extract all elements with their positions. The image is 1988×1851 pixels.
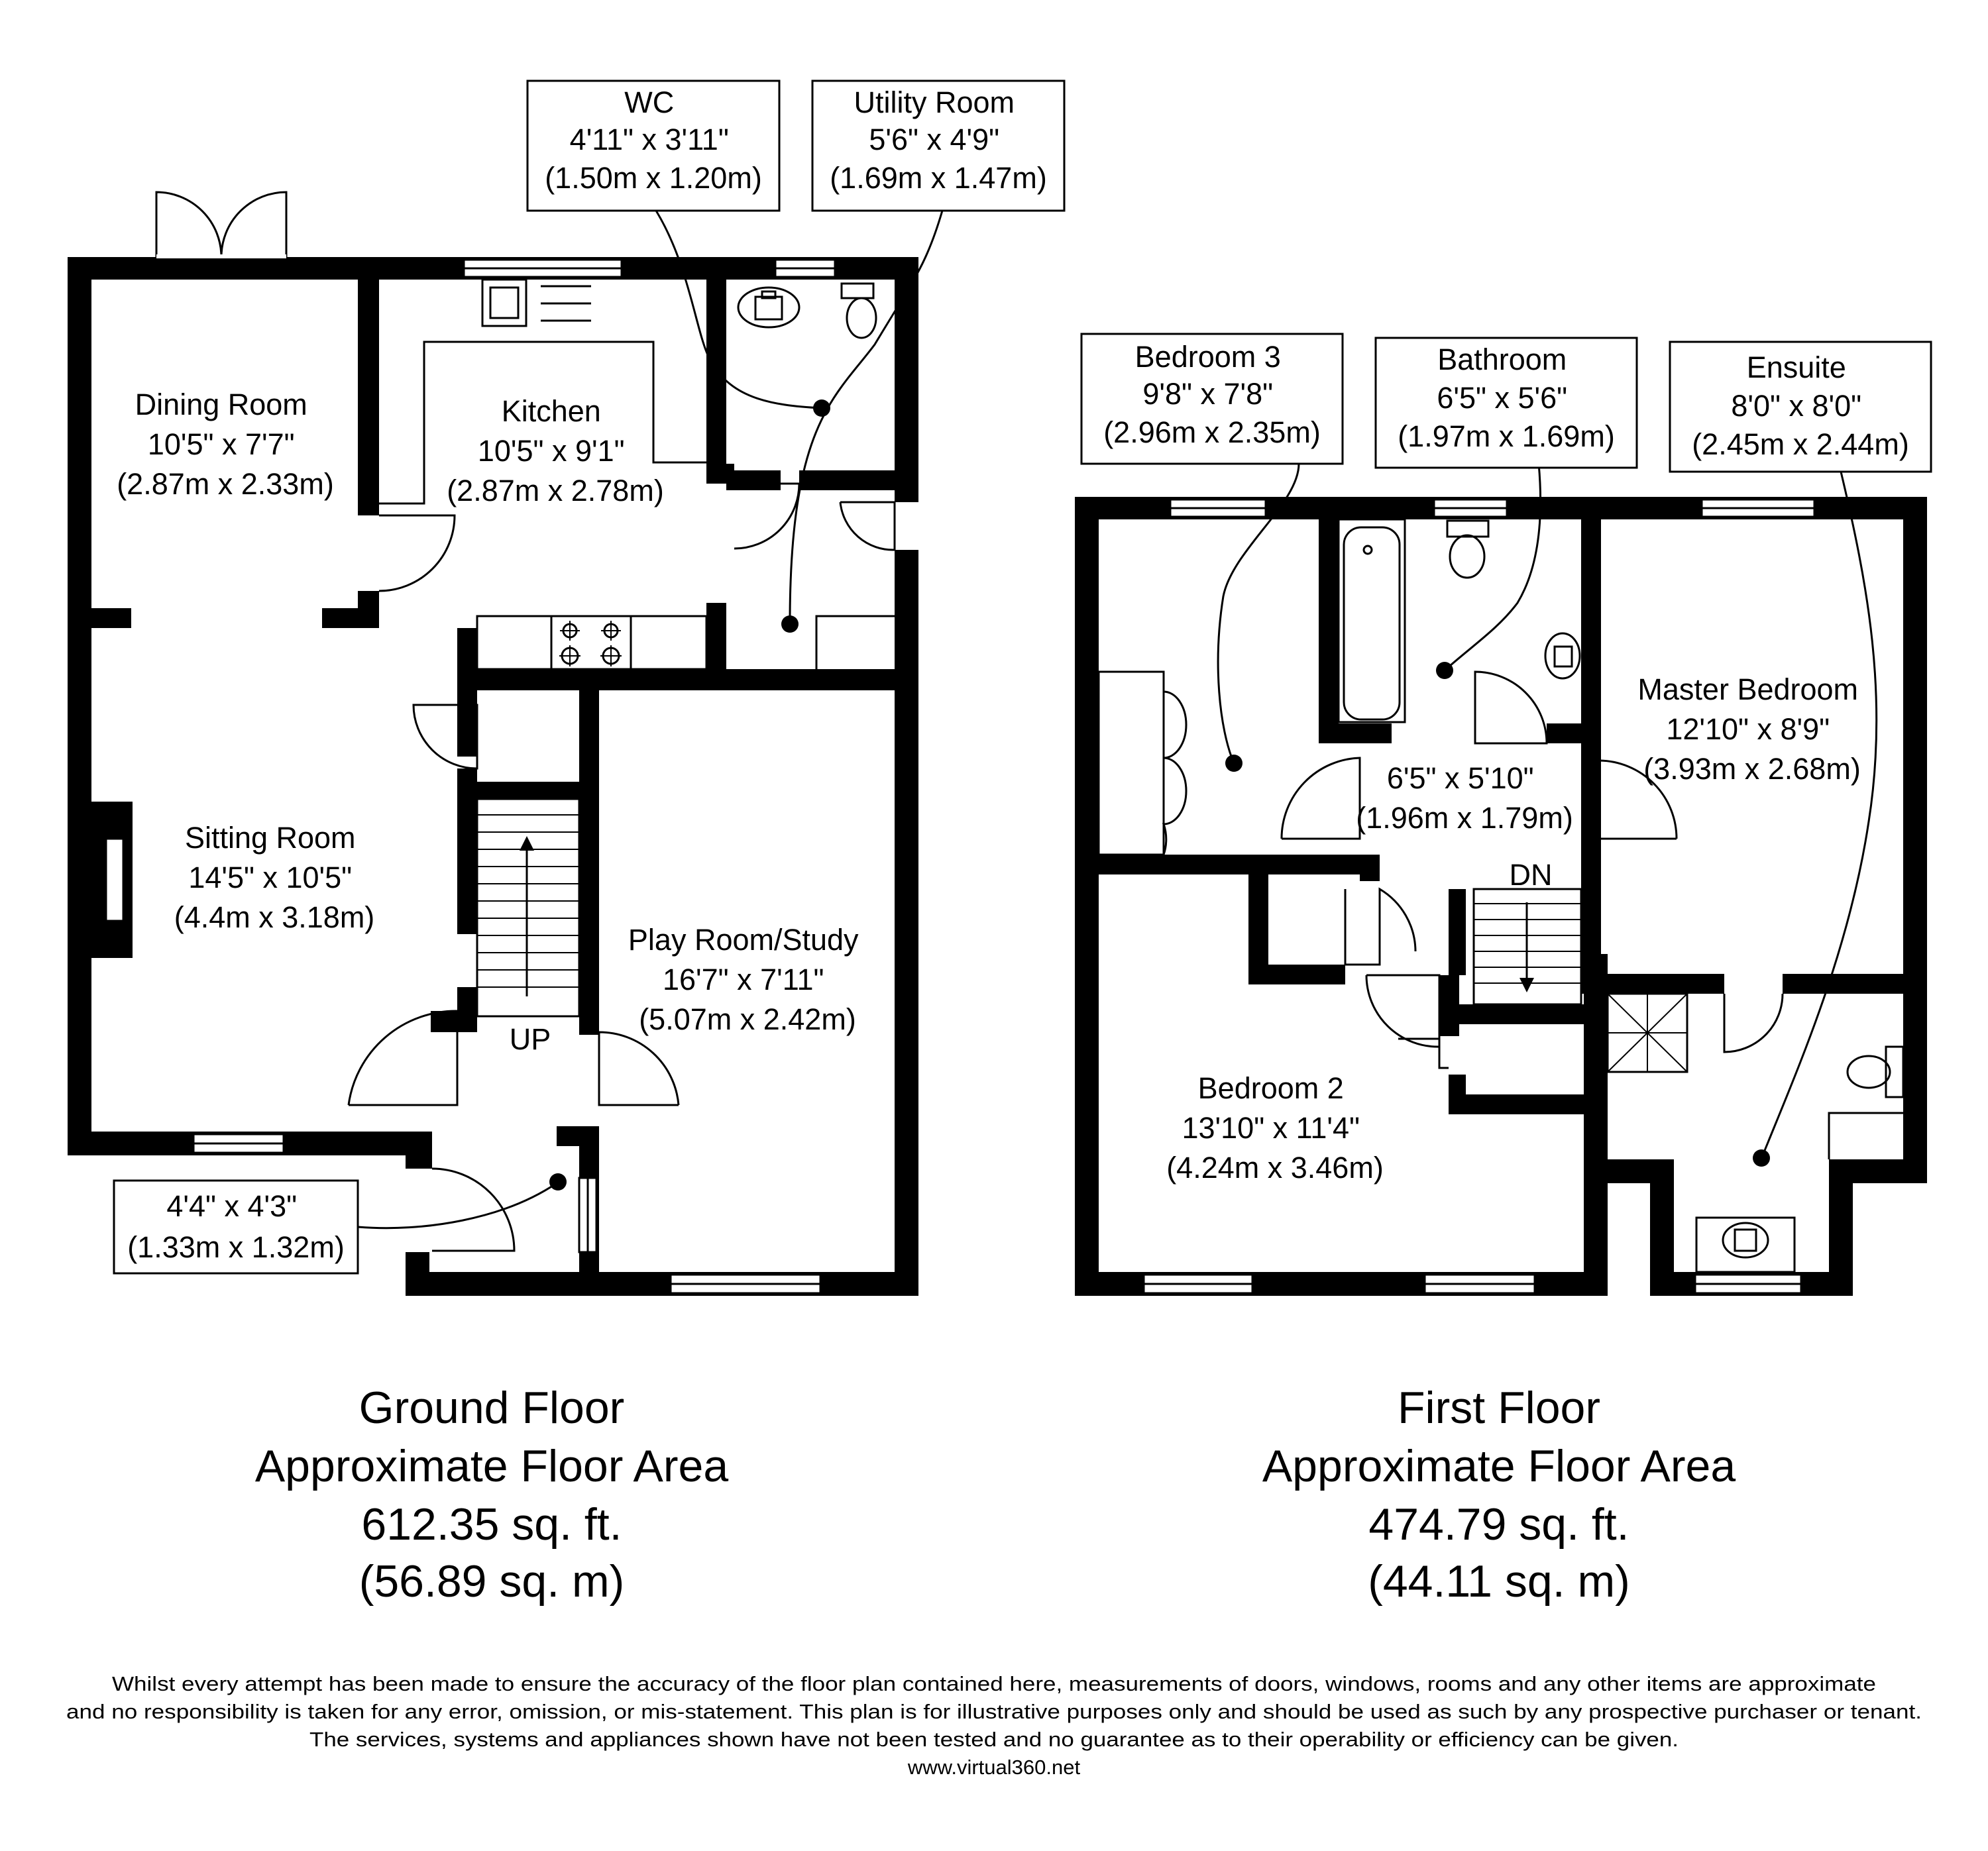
toilet-icon — [840, 282, 877, 339]
disclaimer-line-1: Whilst every attempt has been made to en… — [112, 1672, 1876, 1695]
hob-icon — [550, 615, 632, 670]
landing-label: 6'5" x 5'10" (1.96m x 1.79m) — [1356, 761, 1573, 835]
ground-floor-fixtures — [379, 278, 895, 1018]
first-floor-area-sqft: 474.79 sq. ft. — [1368, 1499, 1629, 1550]
svg-text:4'4" x 4'3" (1.33m x 1: 4'4" x 4'3" (1.33m x 1.32m) — [127, 1189, 345, 1264]
ground-floor-doors — [155, 191, 896, 1252]
first-floor-area-sqm: (44.11 sq. m) — [1368, 1556, 1630, 1607]
play-room-label: Play Room/Study 16'7" x 7'11" (5.07m x 2… — [628, 923, 867, 1036]
svg-text:WC 4'11" x 3'11": WC 4'11" x 3'11" (1.50m x 1.20m) — [545, 85, 762, 195]
ground-stairs-label: UP — [510, 1022, 551, 1056]
bedroom-3-callout: Bedroom 3 9'8" x 7'8" (2.96m x 2.35m) — [1080, 333, 1344, 465]
first-floor-area-label: Approximate Floor Area — [1262, 1441, 1736, 1491]
ground-floor-area-sqft: 612.35 sq. ft. — [361, 1499, 622, 1550]
svg-text:Bedroom 3 9'8" x 7'8": Bedroom 3 9'8" x 7'8" (2.96m x 2.35m) — [1103, 340, 1321, 449]
first-floor-windows — [1142, 498, 1816, 1295]
first-floor-leaders — [1217, 463, 1878, 1167]
ground-floor-caption: Ground Floor Approximate Floor Area 612.… — [255, 1383, 729, 1607]
first-floor-title: First Floor — [1398, 1383, 1600, 1433]
basin-icon — [1695, 1216, 1796, 1273]
ground-floor-title: Ground Floor — [359, 1383, 625, 1433]
first-stairs-label: DN — [1510, 858, 1553, 892]
first-floor-plan: Master Bedroom 12'10" x 8'9" (3.93m x 2.… — [1075, 333, 1932, 1296]
disclaimer-line-3: The services, systems and appliances sho… — [309, 1728, 1679, 1751]
svg-text:Bathroom 6'5" x 5'6": Bathroom 6'5" x 5'6" (1.97m x 1.69m) — [1398, 343, 1615, 453]
first-floor-caption: First Floor Approximate Floor Area 474.7… — [1262, 1383, 1736, 1607]
ground-floor-leaders — [357, 210, 944, 1230]
ensuite-callout: Ensuite 8'0" x 8'0" (2.45m x 2.44m) — [1669, 341, 1932, 473]
bathroom-callout: Bathroom 6'5" x 5'6" (1.97m x 1.69m) — [1374, 337, 1638, 469]
ground-floor-area-label: Approximate Floor Area — [255, 1441, 729, 1491]
basin-icon — [1544, 632, 1581, 680]
bedroom-2-label: Bedroom 2 13'10" x 11'4" (4.24m x 3.46m) — [1166, 1071, 1384, 1185]
first-floor-walls — [1075, 497, 1927, 1296]
wc-callout: WC 4'11" x 3'11" (1.50m x 1.20m) — [526, 79, 781, 212]
svg-text:Ensuite 8'0" x 8'0": Ensuite 8'0" x 8'0" (2.45m x 2.44m) — [1692, 350, 1909, 461]
dining-room-label: Dining Room 10'5" x 7'7" (2.87m x 2.33m) — [117, 388, 334, 501]
bath-icon — [1337, 518, 1406, 723]
sitting-room-label: Sitting Room 14'5" x 10'5" (4.4m x 3.18m… — [174, 821, 375, 934]
first-floor-fixtures — [1337, 518, 1905, 1273]
shower-icon — [1606, 992, 1688, 1073]
website-link[interactable]: www.virtual360.net — [907, 1756, 1081, 1779]
ground-floor-windows — [192, 258, 836, 1295]
utility-room-callout: Utility Room 5'6" x 4'9" (1.69m x 1.47m) — [811, 79, 1066, 212]
first-stairs — [1472, 888, 1582, 1006]
master-bedroom-label: Master Bedroom 12'10" x 8'9" (3.93m x 2.… — [1637, 672, 1866, 786]
basin-icon — [737, 286, 801, 329]
disclaimer-line-2: and no responsibility is taken for any e… — [66, 1700, 1922, 1723]
porch-callout: 4'4" x 4'3" (1.33m x 1.32m) — [113, 1179, 359, 1275]
disclaimer: Whilst every attempt has been made to en… — [66, 1672, 1922, 1779]
ground-floor-plan: Dining Room 10'5" x 7'7" (2.87m x 2.33m)… — [68, 79, 1066, 1296]
ground-stairs — [476, 798, 580, 1018]
svg-text:Utility Room 5'6" x 4': Utility Room 5'6" x 4'9" (1.69m x 1.47m) — [830, 85, 1047, 195]
kitchen-label: Kitchen 10'5" x 9'1" (2.87m x 2.78m) — [447, 394, 664, 507]
ground-floor-area-sqm: (56.89 sq. m) — [359, 1556, 625, 1607]
first-floor-doors — [1097, 670, 1784, 1069]
toilet-icon — [1446, 519, 1490, 579]
toilet-icon — [1846, 1045, 1905, 1098]
